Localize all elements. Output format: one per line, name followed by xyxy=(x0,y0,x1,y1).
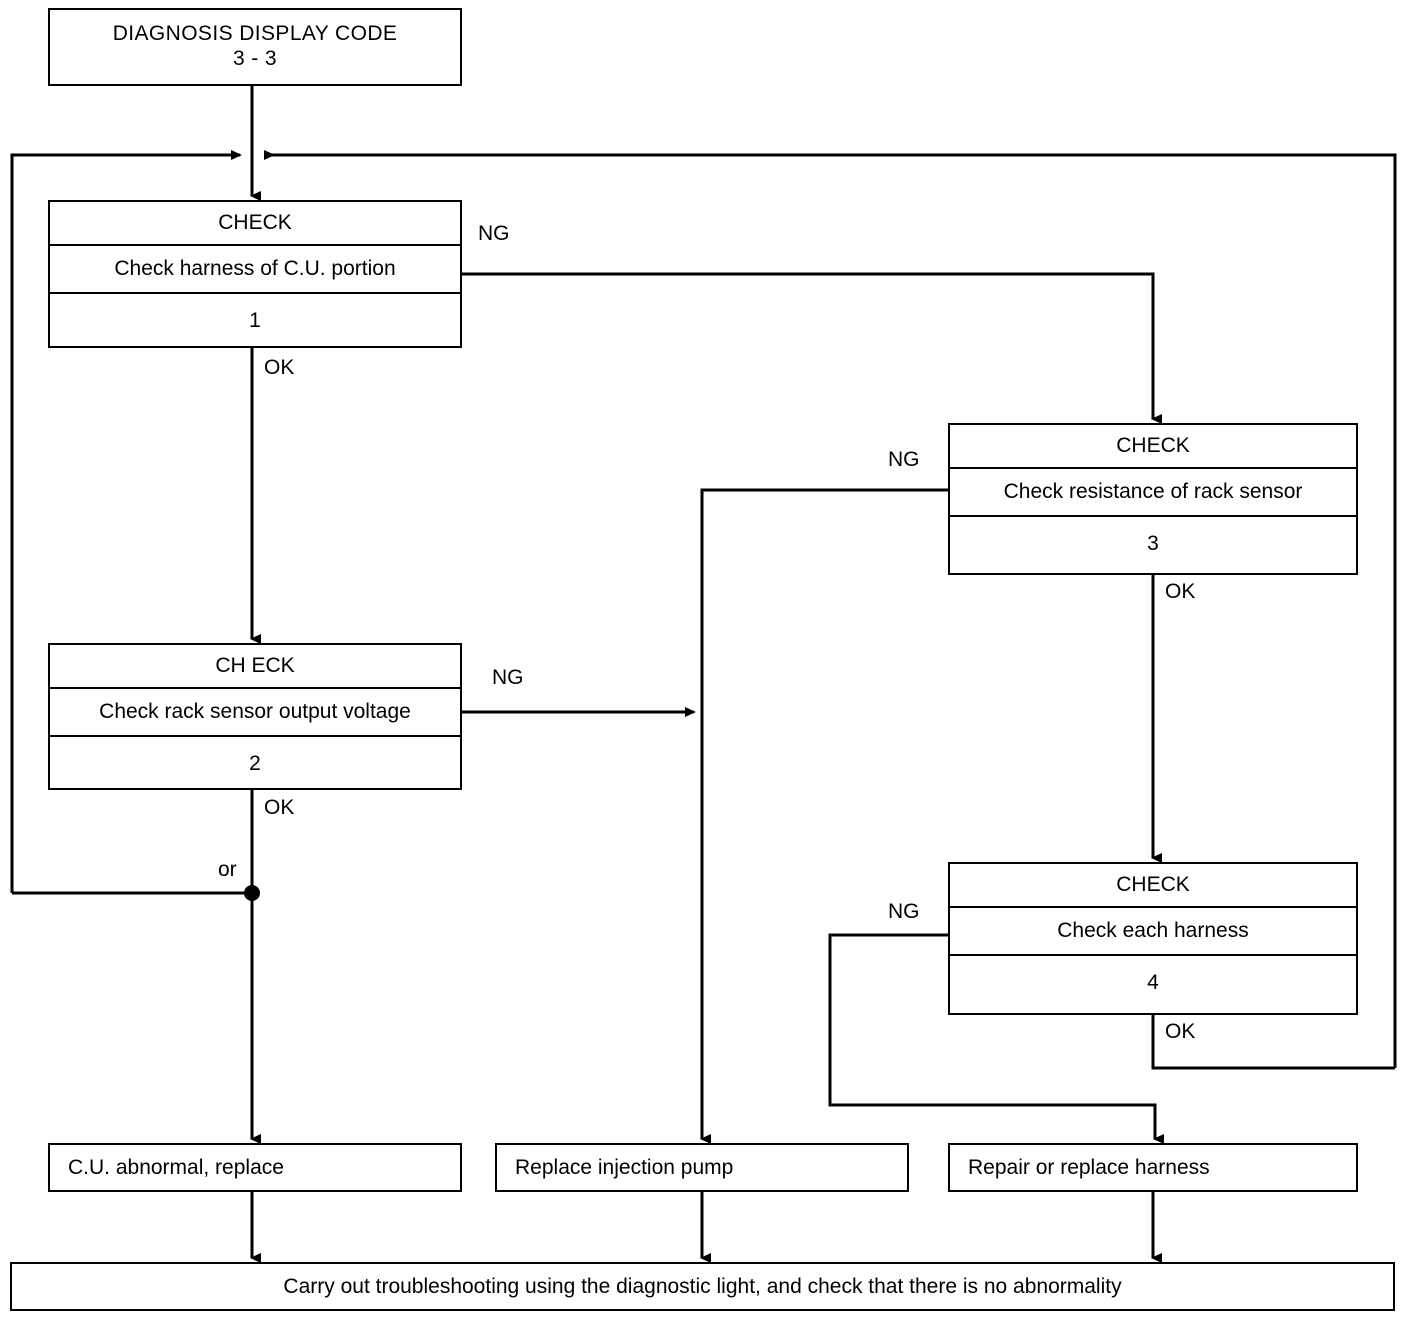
final-step-text: Carry out troubleshooting using the diag… xyxy=(283,1274,1122,1298)
outcome-harness-text: Repair or replace harness xyxy=(968,1155,1210,1179)
check-box-4[interactable]: CHECK Check each harness 4 xyxy=(948,862,1358,1015)
check-1-ng-label: NG xyxy=(478,222,510,245)
check-2-number: 2 xyxy=(249,752,261,775)
check-3-ng-label: NG xyxy=(888,448,920,471)
or-junction-dot xyxy=(244,885,260,901)
check-1-ok-label: OK xyxy=(264,356,295,379)
check-box-2[interactable]: CH ECK Check rack sensor output voltage … xyxy=(48,643,462,790)
check-4-header: CHECK xyxy=(950,864,1356,908)
diagnosis-code-line1: DIAGNOSIS DISPLAY CODE xyxy=(112,22,398,46)
check-box-3[interactable]: CHECK Check resistance of rack sensor 3 xyxy=(948,423,1358,575)
outcome-box-pump[interactable]: Replace injection pump xyxy=(495,1143,909,1192)
check-2-ok-label: OK xyxy=(264,796,295,819)
check-1-header: CHECK xyxy=(50,202,460,246)
wire-check1-ng-to-check3 xyxy=(462,272,1162,424)
outcome-box-cu[interactable]: C.U. abnormal, replace xyxy=(48,1143,462,1192)
check-2-ng-label: NG xyxy=(492,666,524,689)
check-box-1[interactable]: CHECK Check harness of C.U. portion 1 xyxy=(48,200,462,348)
check-4-ok-label: OK xyxy=(1165,1020,1196,1043)
check-3-ok-label: OK xyxy=(1165,580,1196,603)
check-3-number: 3 xyxy=(1147,532,1159,555)
check-1-description: Check harness of C.U. portion xyxy=(50,246,460,294)
check-4-description: Check each harness xyxy=(950,908,1356,956)
outcome-box-harness[interactable]: Repair or replace harness xyxy=(948,1143,1358,1192)
final-step-box[interactable]: Carry out troubleshooting using the diag… xyxy=(10,1262,1395,1311)
diagnosis-code-line2: 3 - 3 xyxy=(232,47,278,70)
check-2-description: Check rack sensor output voltage xyxy=(50,689,460,737)
outcome-pump-text: Replace injection pump xyxy=(515,1155,734,1179)
check-4-number: 4 xyxy=(1147,971,1159,994)
check-3-description: Check resistance of rack sensor xyxy=(950,469,1356,517)
check-1-number: 1 xyxy=(249,309,261,332)
check-2-header: CH ECK xyxy=(50,645,460,689)
check-4-ng-label: NG xyxy=(888,900,920,923)
wire-check3-ng-to-pump xyxy=(700,488,948,1144)
or-junction-label: or xyxy=(218,858,237,881)
check-3-header: CHECK xyxy=(950,425,1356,469)
diagnosis-code-box: DIAGNOSIS DISPLAY CODE 3 - 3 xyxy=(48,8,462,86)
outcome-cu-text: C.U. abnormal, replace xyxy=(68,1155,284,1179)
